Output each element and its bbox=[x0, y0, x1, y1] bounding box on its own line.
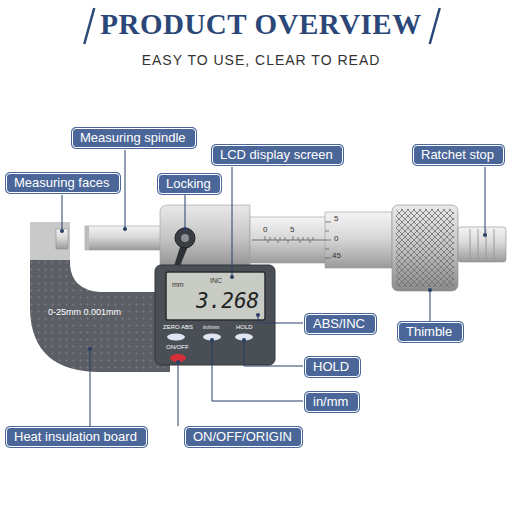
callout-box: Heat insulation board bbox=[6, 427, 147, 447]
callout-text: LCD display screen bbox=[220, 147, 333, 162]
scale-number: 5 bbox=[290, 226, 294, 235]
callout-text: Locking bbox=[166, 176, 211, 191]
button-label: HOLD bbox=[236, 324, 253, 331]
scale-ticks bbox=[265, 236, 313, 243]
display-housing bbox=[155, 265, 275, 365]
scale-number: 0 bbox=[263, 226, 267, 235]
anvil-holder bbox=[30, 222, 70, 260]
button-label: in/mm bbox=[203, 324, 219, 331]
anvil-face bbox=[56, 229, 68, 249]
sleeve-line bbox=[252, 240, 328, 241]
subtitle: EASY TO USE, CLEAR TO READ bbox=[0, 53, 522, 68]
callout-box: ABS/INC bbox=[305, 314, 376, 334]
button-label: ZERO ABS bbox=[163, 324, 193, 331]
unit-indicator: mm bbox=[172, 281, 184, 289]
scale-number: 5 bbox=[334, 215, 338, 224]
callout-text: Heat insulation board bbox=[14, 429, 137, 444]
button bbox=[167, 334, 185, 341]
callout-text: ON/OFF/ORIGIN bbox=[193, 429, 292, 444]
leader-dots bbox=[60, 227, 487, 364]
callout-box: Measuring spindle bbox=[72, 128, 196, 148]
ratchet-ridges bbox=[470, 229, 494, 260]
callout-text: Measuring spindle bbox=[80, 130, 186, 145]
title-slash bbox=[84, 8, 94, 44]
callout-box: ON/OFF/ORIGIN bbox=[185, 427, 302, 447]
callout-text: HOLD bbox=[313, 359, 349, 374]
body-block bbox=[160, 205, 250, 272]
callout-box: HOLD bbox=[305, 357, 360, 377]
spindle-face bbox=[85, 226, 89, 250]
callout-box: in/mm bbox=[305, 392, 359, 412]
ratchet bbox=[458, 227, 506, 262]
knurl-grip bbox=[392, 205, 458, 291]
callout-box: LCD display screen bbox=[212, 145, 343, 165]
thimble-ticks bbox=[325, 222, 331, 258]
callout-box: Thimble bbox=[398, 322, 463, 342]
callout-text: in/mm bbox=[313, 394, 348, 409]
scale-number: 45 bbox=[332, 252, 341, 261]
knurl-texture bbox=[396, 209, 454, 287]
scale-number: 0 bbox=[334, 235, 338, 244]
sleeve bbox=[250, 217, 328, 263]
callout-text: ABS/INC bbox=[313, 316, 365, 331]
button-label: ON/OFF bbox=[166, 344, 189, 351]
frame-marking: 0-25mm 0.001mm bbox=[48, 308, 121, 318]
lcd-reading: 3.268 bbox=[196, 290, 259, 313]
callout-text: Measuring faces bbox=[14, 175, 109, 190]
lock-knob-center bbox=[181, 234, 189, 242]
thimble bbox=[325, 212, 392, 268]
title-slash bbox=[430, 8, 440, 44]
mode-indicator: INC bbox=[210, 277, 222, 285]
lcd-screen bbox=[166, 272, 265, 320]
lock-knob bbox=[175, 228, 195, 248]
callout-text: Thimble bbox=[406, 324, 452, 339]
callout-text: Ratchet stop bbox=[421, 147, 494, 162]
page-title: PRODUCT OVERVIEW bbox=[0, 8, 522, 41]
leader-lines bbox=[62, 150, 485, 426]
callout-box: Locking bbox=[158, 174, 221, 194]
spindle bbox=[85, 226, 165, 250]
callout-box: Measuring faces bbox=[6, 173, 120, 193]
callout-box: Ratchet stop bbox=[413, 145, 504, 165]
